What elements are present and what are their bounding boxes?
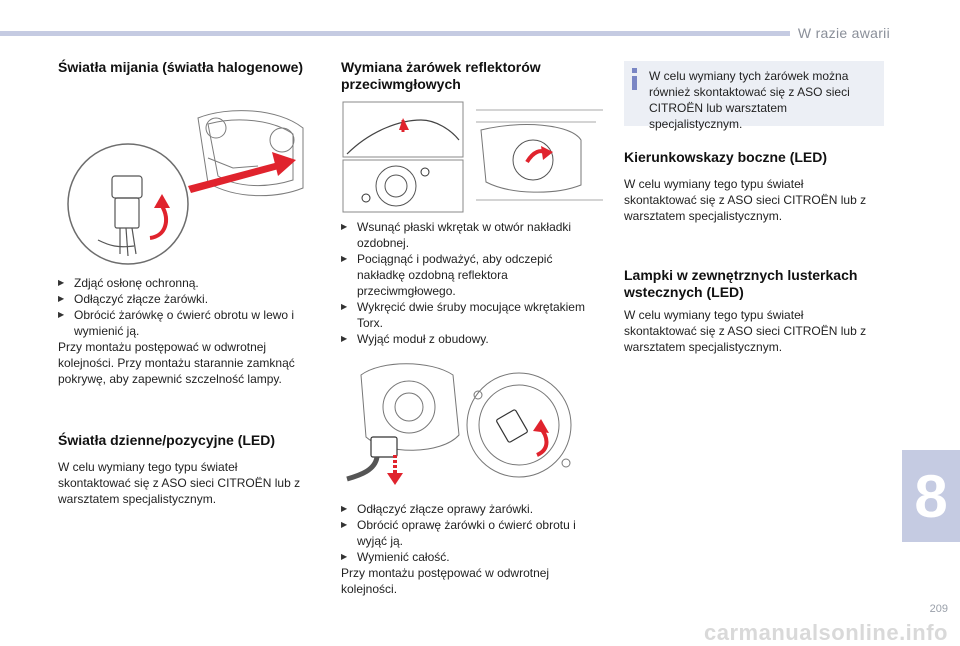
heading-low-beam: Światła mijania (światła halogenowe) [58,59,304,75]
section-title: W razie awarii [797,25,890,41]
list-item: Odłączyć złącze oprawy żarówki. [341,501,601,517]
chapter-tab: 8 [902,450,960,542]
info-text: W celu wymiany tych żarówek można równie… [649,69,850,131]
heading-side-indicators: Kierunkowskazy boczne (LED) [624,149,828,165]
info-icon [632,68,638,90]
heading-fog-lamps: Wymiana żarówek reflektorów przeciwmgłow… [341,59,541,92]
drl-paragraph: W celu wymiany tego typu świateł skontak… [58,460,301,506]
list-item: Pociągnąć i podważyć, aby odczepić nakła… [341,251,601,299]
list-item: Wsunąć płaski wkrętak w otwór nakładki o… [341,219,601,251]
list-item: Obrócić oprawę żarówki o ćwierć obrotu i… [341,517,601,549]
fog-lamp-steps-2: Odłączyć złącze oprawy żarówki. Obrócić … [341,501,601,565]
fog-lamp-steps-1: Wsunąć płaski wkrętak w otwór nakładki o… [341,219,601,347]
list-item: Zdjąć osłonę ochronną. [58,275,314,291]
low-beam-assembly-note: Przy montażu postępować w odwrotnej kole… [58,340,295,386]
low-beam-illustration [67,110,304,265]
heading-drl: Światła dzienne/pozycyjne (LED) [58,432,276,448]
list-item: Obrócić żarówkę o ćwierć obrotu w lewo i… [58,307,314,339]
fog-lamp-bulb-illustration [346,363,572,485]
info-box: W celu wymiany tych żarówek można równie… [624,61,884,131]
low-beam-steps: Zdjąć osłonę ochronną. Odłączyć złącze ż… [58,275,314,339]
list-item: Odłączyć złącze żarówki. [58,291,314,307]
list-item: Wyjąć moduł z obudowy. [341,331,601,347]
list-item: Wymienić całość. [341,549,601,565]
fog-lamp-assembly-note: Przy montażu postępować w odwrotnej kole… [341,566,550,596]
mirror-lamps-paragraph: W celu wymiany tego typu świateł skontak… [624,308,867,354]
header-bar [0,31,790,36]
watermark: carmanualsonline.info [704,620,948,645]
heading-mirror-lamps: Lampki w zewnętrznych lusterkach wsteczn… [624,267,858,300]
page-number: 209 [929,603,948,615]
fog-lamp-trim-illustration [342,101,603,213]
side-indicators-paragraph: W celu wymiany tego typu świateł skontak… [624,177,867,223]
list-item: Wykręcić dwie śruby mocujące wkrętakiem … [341,299,601,331]
